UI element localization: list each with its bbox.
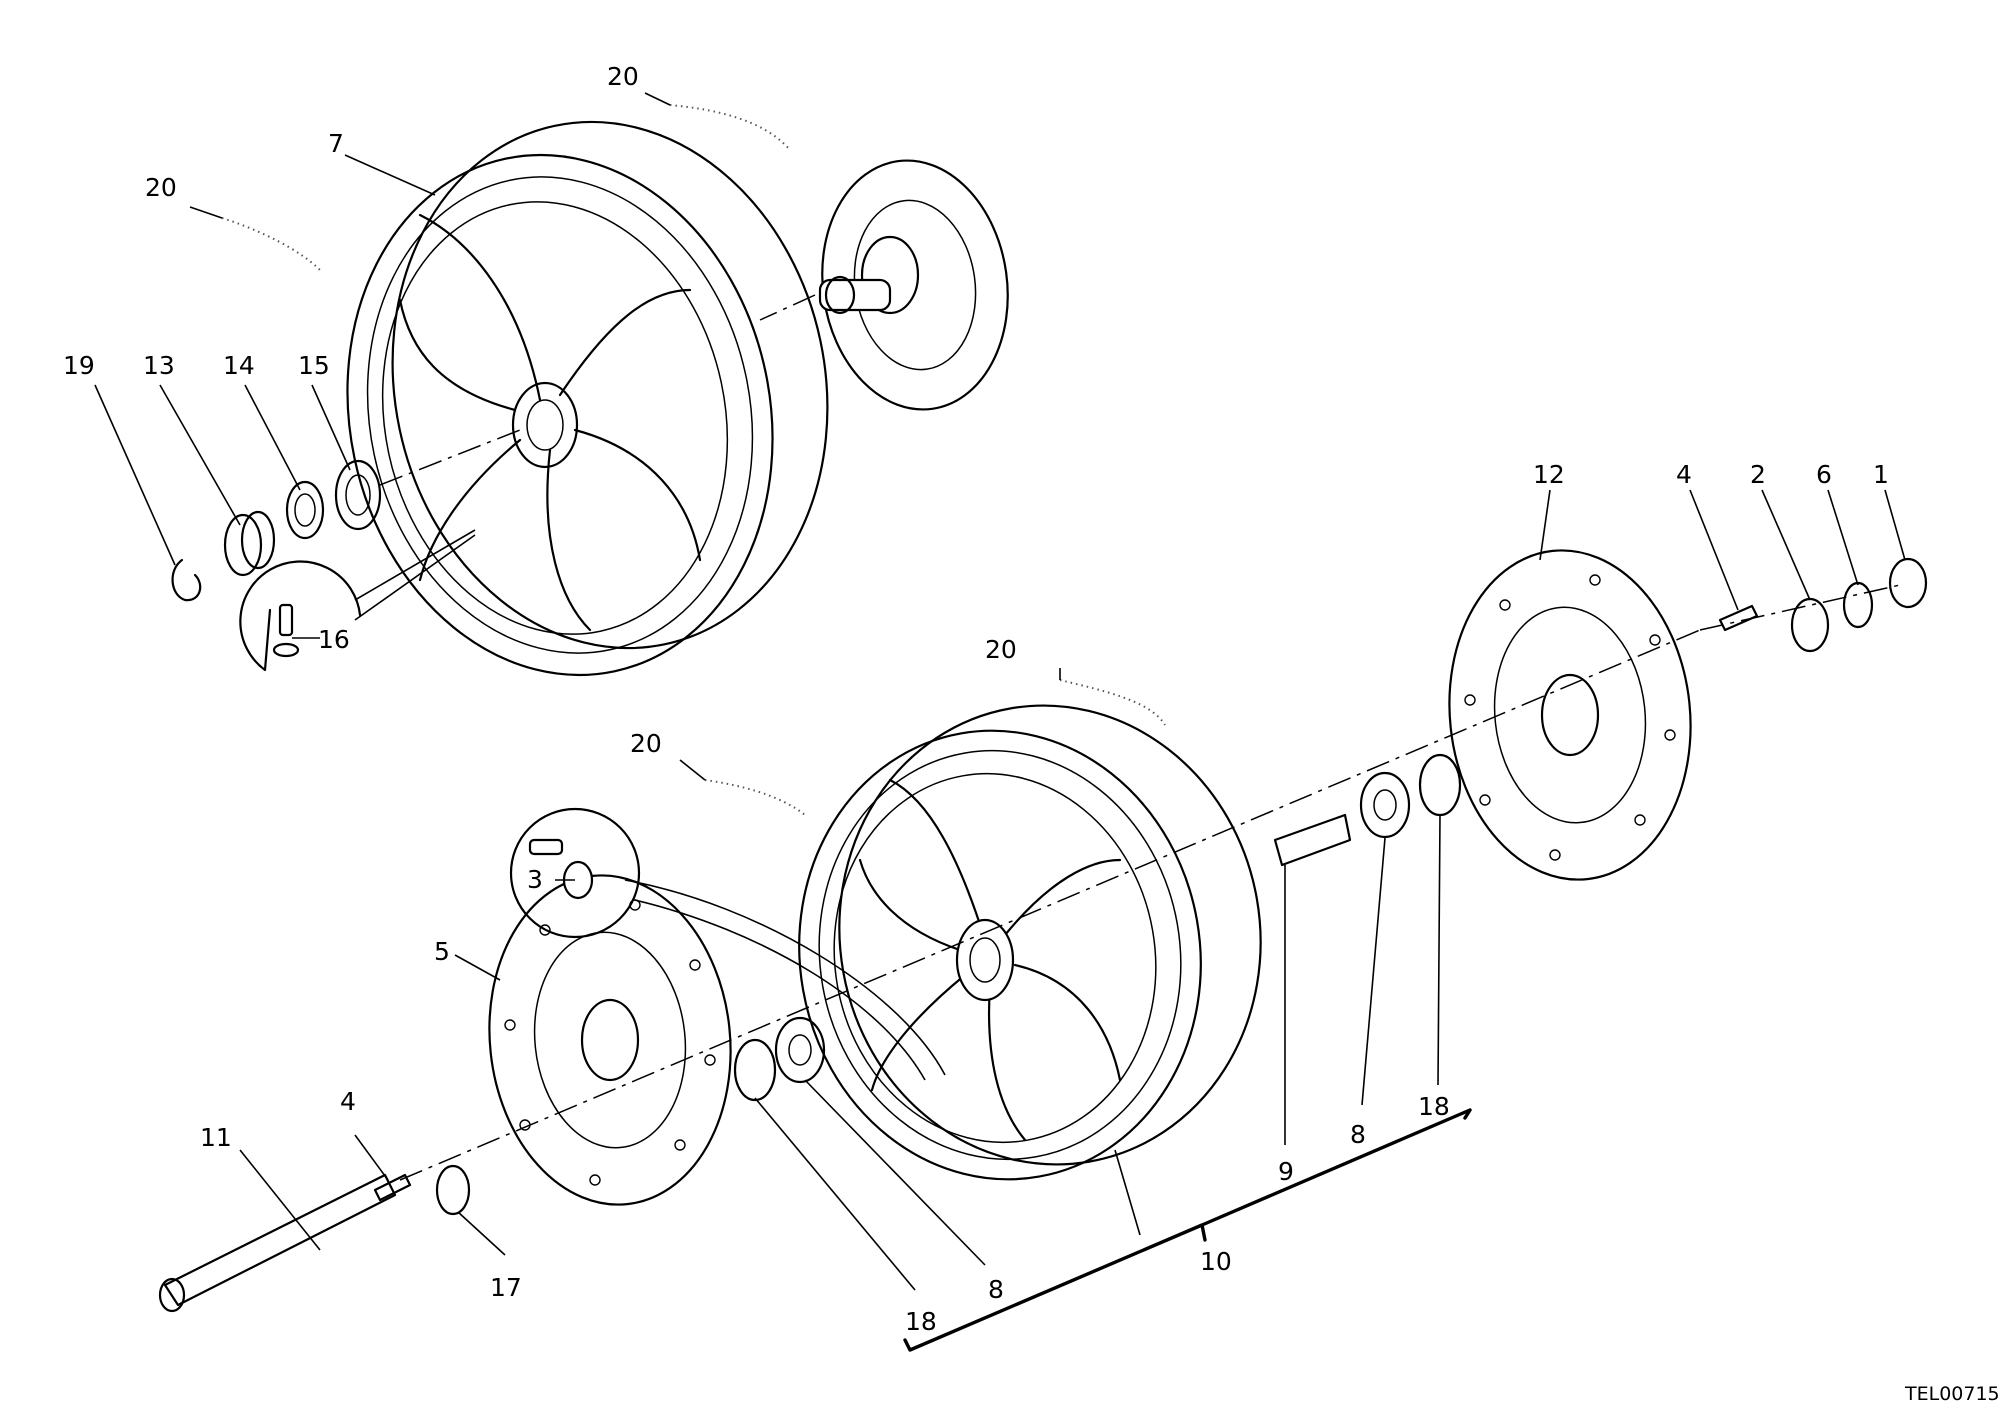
- callout-9: 9: [1278, 1157, 1294, 1186]
- front-wheel: [798, 704, 1262, 1181]
- callout-14: 14: [223, 351, 255, 380]
- front-wheel-assembly-bracket: [903, 1108, 1472, 1352]
- callout-8-left: 8: [988, 1275, 1004, 1304]
- callout-20-top: 20: [607, 62, 639, 91]
- rear-wheel: [346, 120, 829, 677]
- callout-2: 2: [1750, 460, 1766, 489]
- rear-brake-disc: [759, 159, 1009, 411]
- callout-7: 7: [328, 129, 344, 158]
- leader-lines: [94, 92, 1906, 1291]
- front-axle-parts: [158, 557, 1928, 1313]
- callout-16: 16: [318, 625, 350, 654]
- valve-inset-16: [239, 529, 476, 672]
- callout-1: 1: [1873, 460, 1889, 489]
- callout-18-left: 18: [905, 1307, 937, 1336]
- callout-15: 15: [298, 351, 330, 380]
- callout-12: 12: [1533, 460, 1565, 489]
- callout-6: 6: [1816, 460, 1832, 489]
- rear-wheel-spokes: [398, 213, 702, 632]
- callout-20-front-top: 20: [985, 635, 1017, 664]
- front-left-brake-disc: [488, 874, 732, 1206]
- callout-labels: 20 7 20 19 13 14 15 16 20 20 12 4 2 6 1 …: [63, 62, 1889, 1336]
- callout-20-rear-rim: 20: [145, 173, 177, 202]
- callout-3: 3: [527, 865, 543, 894]
- callout-4-left: 4: [340, 1087, 356, 1116]
- front-right-brake-disc: [1448, 549, 1692, 881]
- callout-8-right: 8: [1350, 1120, 1366, 1149]
- callout-4-right: 4: [1676, 460, 1692, 489]
- callout-10: 10: [1200, 1247, 1232, 1276]
- front-wheel-spokes: [858, 778, 1122, 1142]
- callout-11: 11: [200, 1123, 232, 1152]
- callout-5: 5: [434, 937, 450, 966]
- callout-13: 13: [143, 351, 175, 380]
- callout-20-front-rim: 20: [630, 729, 662, 758]
- valve-inset-3: [509, 807, 946, 1081]
- decal-markings: [221, 104, 1166, 816]
- callout-17: 17: [490, 1273, 522, 1302]
- callout-19: 19: [63, 351, 95, 380]
- rear-hub-parts: [171, 429, 521, 602]
- drawing-code: TEL00715: [1904, 1383, 2000, 1405]
- callout-18-right: 18: [1418, 1092, 1450, 1121]
